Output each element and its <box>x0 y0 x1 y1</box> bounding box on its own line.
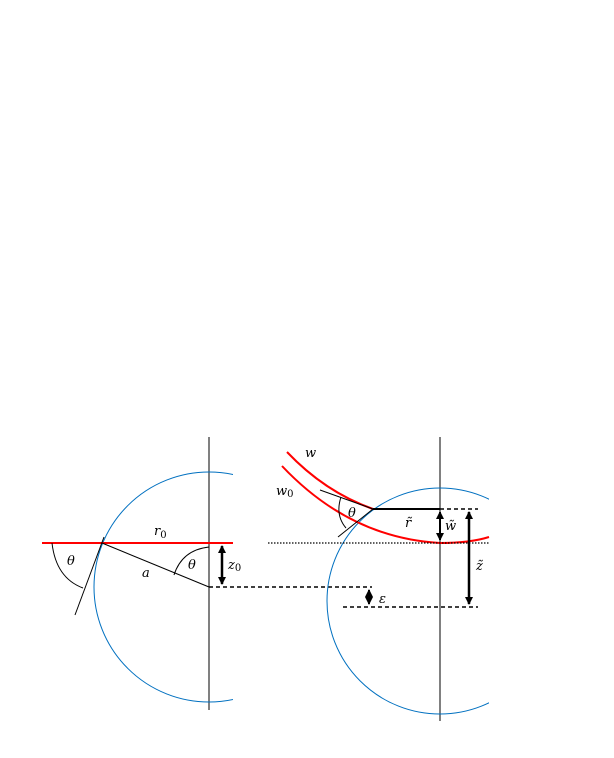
left-panel: r0 a θ θ z0 <box>42 437 372 710</box>
label-w-tilde: w̃ <box>445 519 456 534</box>
label-theta-center: θ <box>188 558 196 573</box>
label-z-tilde: z̃ <box>475 559 483 574</box>
label-a: a <box>142 566 150 581</box>
theta-arc-right <box>338 496 347 529</box>
radius-a-line <box>101 542 210 588</box>
tangent-line <box>74 536 105 616</box>
initial-surface-w0 <box>281 465 490 545</box>
label-r-tilde: r̃ <box>405 516 413 531</box>
label-r0: r0 <box>154 524 167 541</box>
theta-arc-center <box>173 546 210 576</box>
label-w0: w0 <box>276 484 294 500</box>
theta-wedge-upper <box>319 489 374 510</box>
sphere-left <box>93 471 233 703</box>
label-w: w <box>305 446 316 461</box>
deformed-surface-w <box>286 451 374 510</box>
label-theta-right: θ <box>348 506 356 521</box>
theta-arc-left <box>51 542 84 589</box>
label-epsilon: ε <box>379 592 386 607</box>
label-theta-left: θ <box>67 554 75 569</box>
right-panel: w w0 θ r̃ w̃ z̃ ε <box>268 437 490 721</box>
theta-wedge-lower <box>337 508 374 538</box>
sphere-right <box>326 487 489 715</box>
label-z0: z0 <box>227 558 241 574</box>
